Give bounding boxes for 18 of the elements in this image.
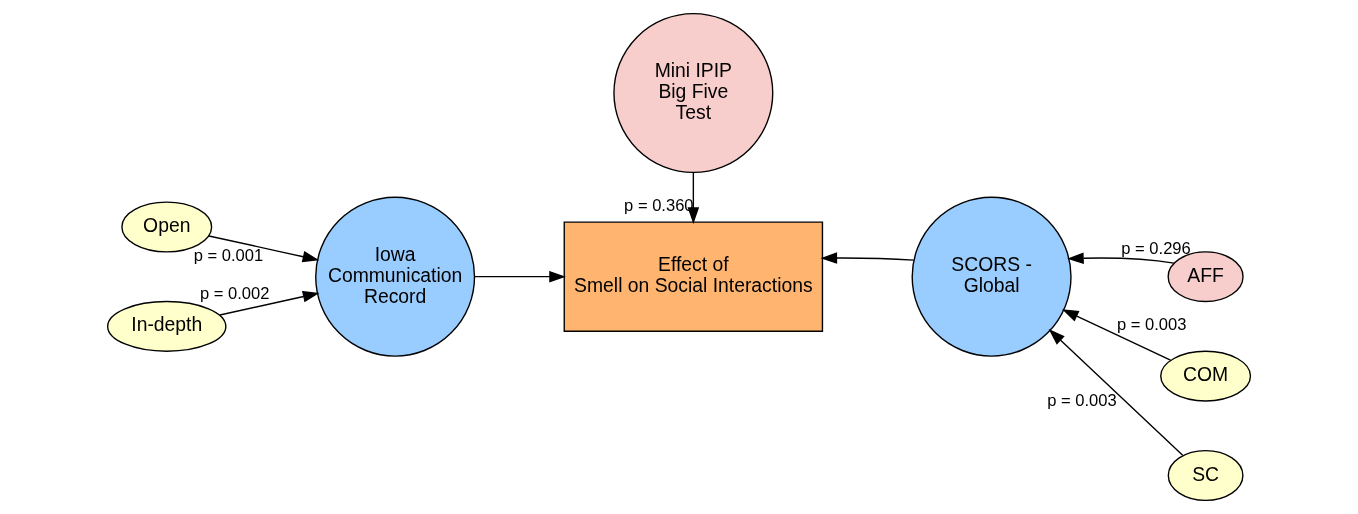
node-ellipse: COM [1160, 350, 1252, 402]
arrow [1067, 252, 1175, 264]
node-box: Effect of Smell on Social Interactions [563, 221, 824, 332]
arrow [820, 252, 915, 264]
edge-label: p = 0.360 [624, 195, 694, 215]
edge-label: p = 0.003 [1117, 315, 1187, 335]
arrow [208, 235, 320, 263]
node-ellipse: SC [1167, 449, 1244, 502]
arrow [219, 290, 320, 316]
arrow [1062, 309, 1172, 361]
edge-label: p = 0.003 [1047, 391, 1117, 411]
node-circle: Iowa Communication Record [315, 196, 476, 357]
arrow [687, 171, 700, 224]
arrow [473, 270, 566, 283]
node-ellipse: Open [121, 201, 213, 253]
node-circle: SCORS - Global [911, 196, 1072, 357]
arrow [1048, 329, 1184, 456]
node-circle: Mini IPIP Big Five Test [613, 12, 774, 174]
